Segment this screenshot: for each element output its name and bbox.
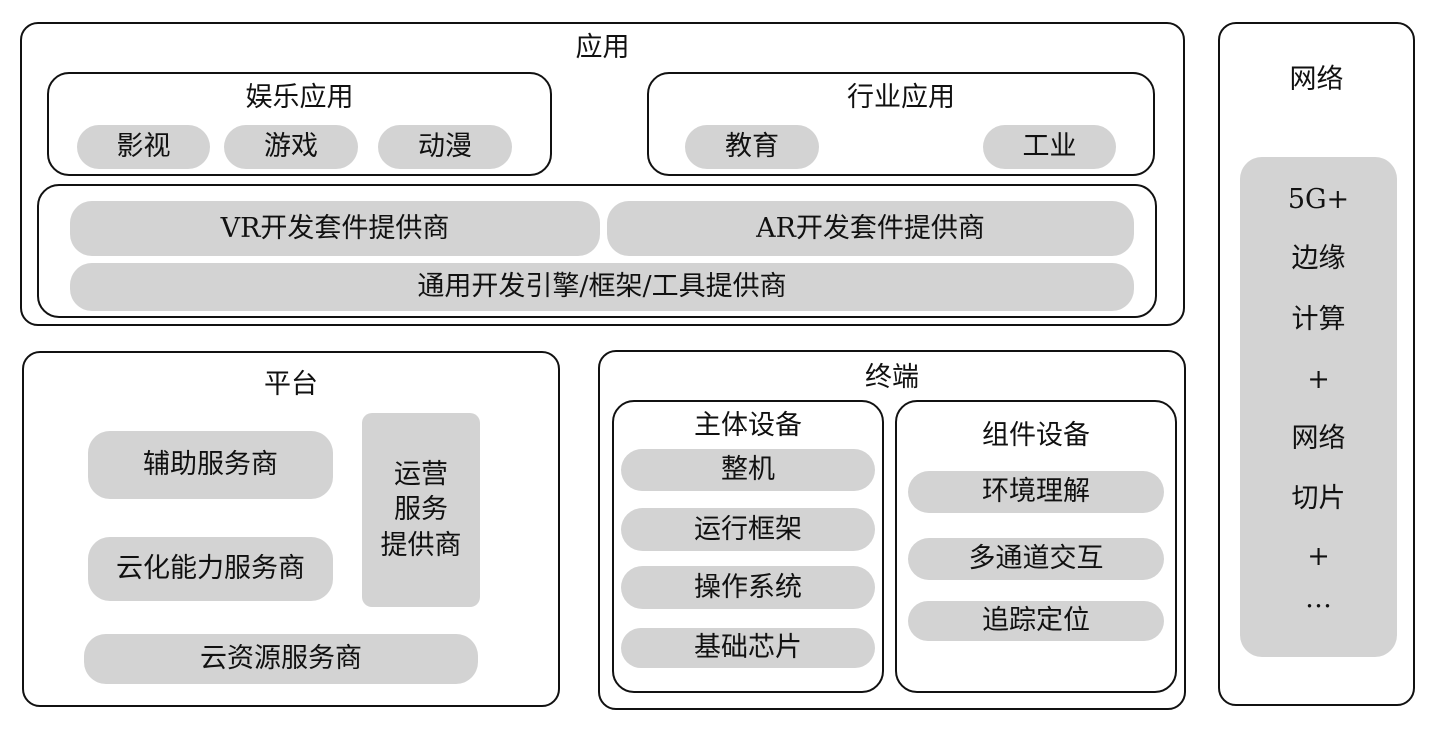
industry-title: 行业应用	[847, 82, 955, 113]
network-line-1: 5G+	[1287, 184, 1350, 215]
component-item-multichannel: 多通道交互	[908, 538, 1164, 580]
ops-line-1: 运营	[394, 459, 448, 491]
industry-item-industrial: 工业	[983, 125, 1116, 169]
entertainment-group: 娱乐应用 影视 游戏 动漫	[47, 72, 552, 176]
platform-title: 平台	[264, 369, 318, 400]
cloud-ability-service-provider: 云化能力服务商	[88, 537, 333, 601]
network-line-3: 计算	[1291, 304, 1346, 335]
general-engine-provider: 通用开发引擎/框架/工具提供商	[70, 263, 1134, 311]
network-line-8: …	[1305, 583, 1332, 614]
network-line-2: 边缘	[1291, 243, 1346, 274]
component-device-title: 组件设备	[982, 420, 1090, 451]
ar-dev-kit-provider: AR开发套件提供商	[607, 201, 1134, 256]
industry-group: 行业应用 教育 工业	[647, 72, 1155, 176]
app-title: 应用	[575, 32, 630, 63]
industry-item-education: 教育	[685, 125, 819, 169]
main-device-group: 主体设备 整机 运行框架 操作系统 基础芯片	[612, 400, 884, 693]
dev-group: VR开发套件提供商 AR开发套件提供商 通用开发引擎/框架/工具提供商	[37, 184, 1157, 318]
entertainment-item-film: 影视	[77, 125, 210, 169]
ops-service-provider: 运营 服务 提供商	[362, 413, 480, 607]
main-device-item-os: 操作系统	[621, 566, 875, 609]
network-line-5: 网络	[1291, 423, 1346, 454]
entertainment-item-anime: 动漫	[378, 125, 512, 169]
platform-section: 平台 辅助服务商 云化能力服务商 云资源服务商 运营 服务 提供商	[22, 351, 560, 707]
main-device-item-runtime: 运行框架	[621, 508, 875, 551]
ops-line-3: 提供商	[380, 529, 462, 561]
network-line-6: 切片	[1291, 483, 1346, 514]
ops-line-2: 服务	[394, 494, 448, 526]
app-section: 应用 娱乐应用 影视 游戏 动漫 行业应用 教育 工业 VR开发套件提供商 AR…	[20, 22, 1185, 326]
network-line-4: +	[1307, 364, 1330, 395]
network-title: 网络	[1289, 64, 1344, 95]
main-device-item-whole: 整机	[621, 449, 875, 491]
vr-dev-kit-provider: VR开发套件提供商	[70, 201, 600, 256]
terminal-section: 终端 主体设备 整机 运行框架 操作系统 基础芯片 组件设备 环境理解 多通道交…	[598, 350, 1186, 710]
component-device-group: 组件设备 环境理解 多通道交互 追踪定位	[895, 400, 1177, 693]
network-section: 网络 5G+ 边缘 计算 + 网络 切片 + …	[1218, 22, 1415, 706]
component-item-env: 环境理解	[908, 471, 1164, 513]
cloud-resource-service-provider: 云资源服务商	[84, 634, 478, 684]
terminal-title: 终端	[865, 362, 919, 393]
main-device-item-chip: 基础芯片	[621, 628, 875, 668]
component-item-tracking: 追踪定位	[908, 601, 1164, 641]
network-line-7: +	[1307, 541, 1330, 572]
assist-service-provider: 辅助服务商	[88, 431, 333, 499]
entertainment-title: 娱乐应用	[245, 82, 354, 113]
main-device-title: 主体设备	[694, 410, 802, 441]
entertainment-item-game: 游戏	[224, 125, 358, 169]
network-pill: 5G+ 边缘 计算 + 网络 切片 + …	[1240, 157, 1397, 657]
